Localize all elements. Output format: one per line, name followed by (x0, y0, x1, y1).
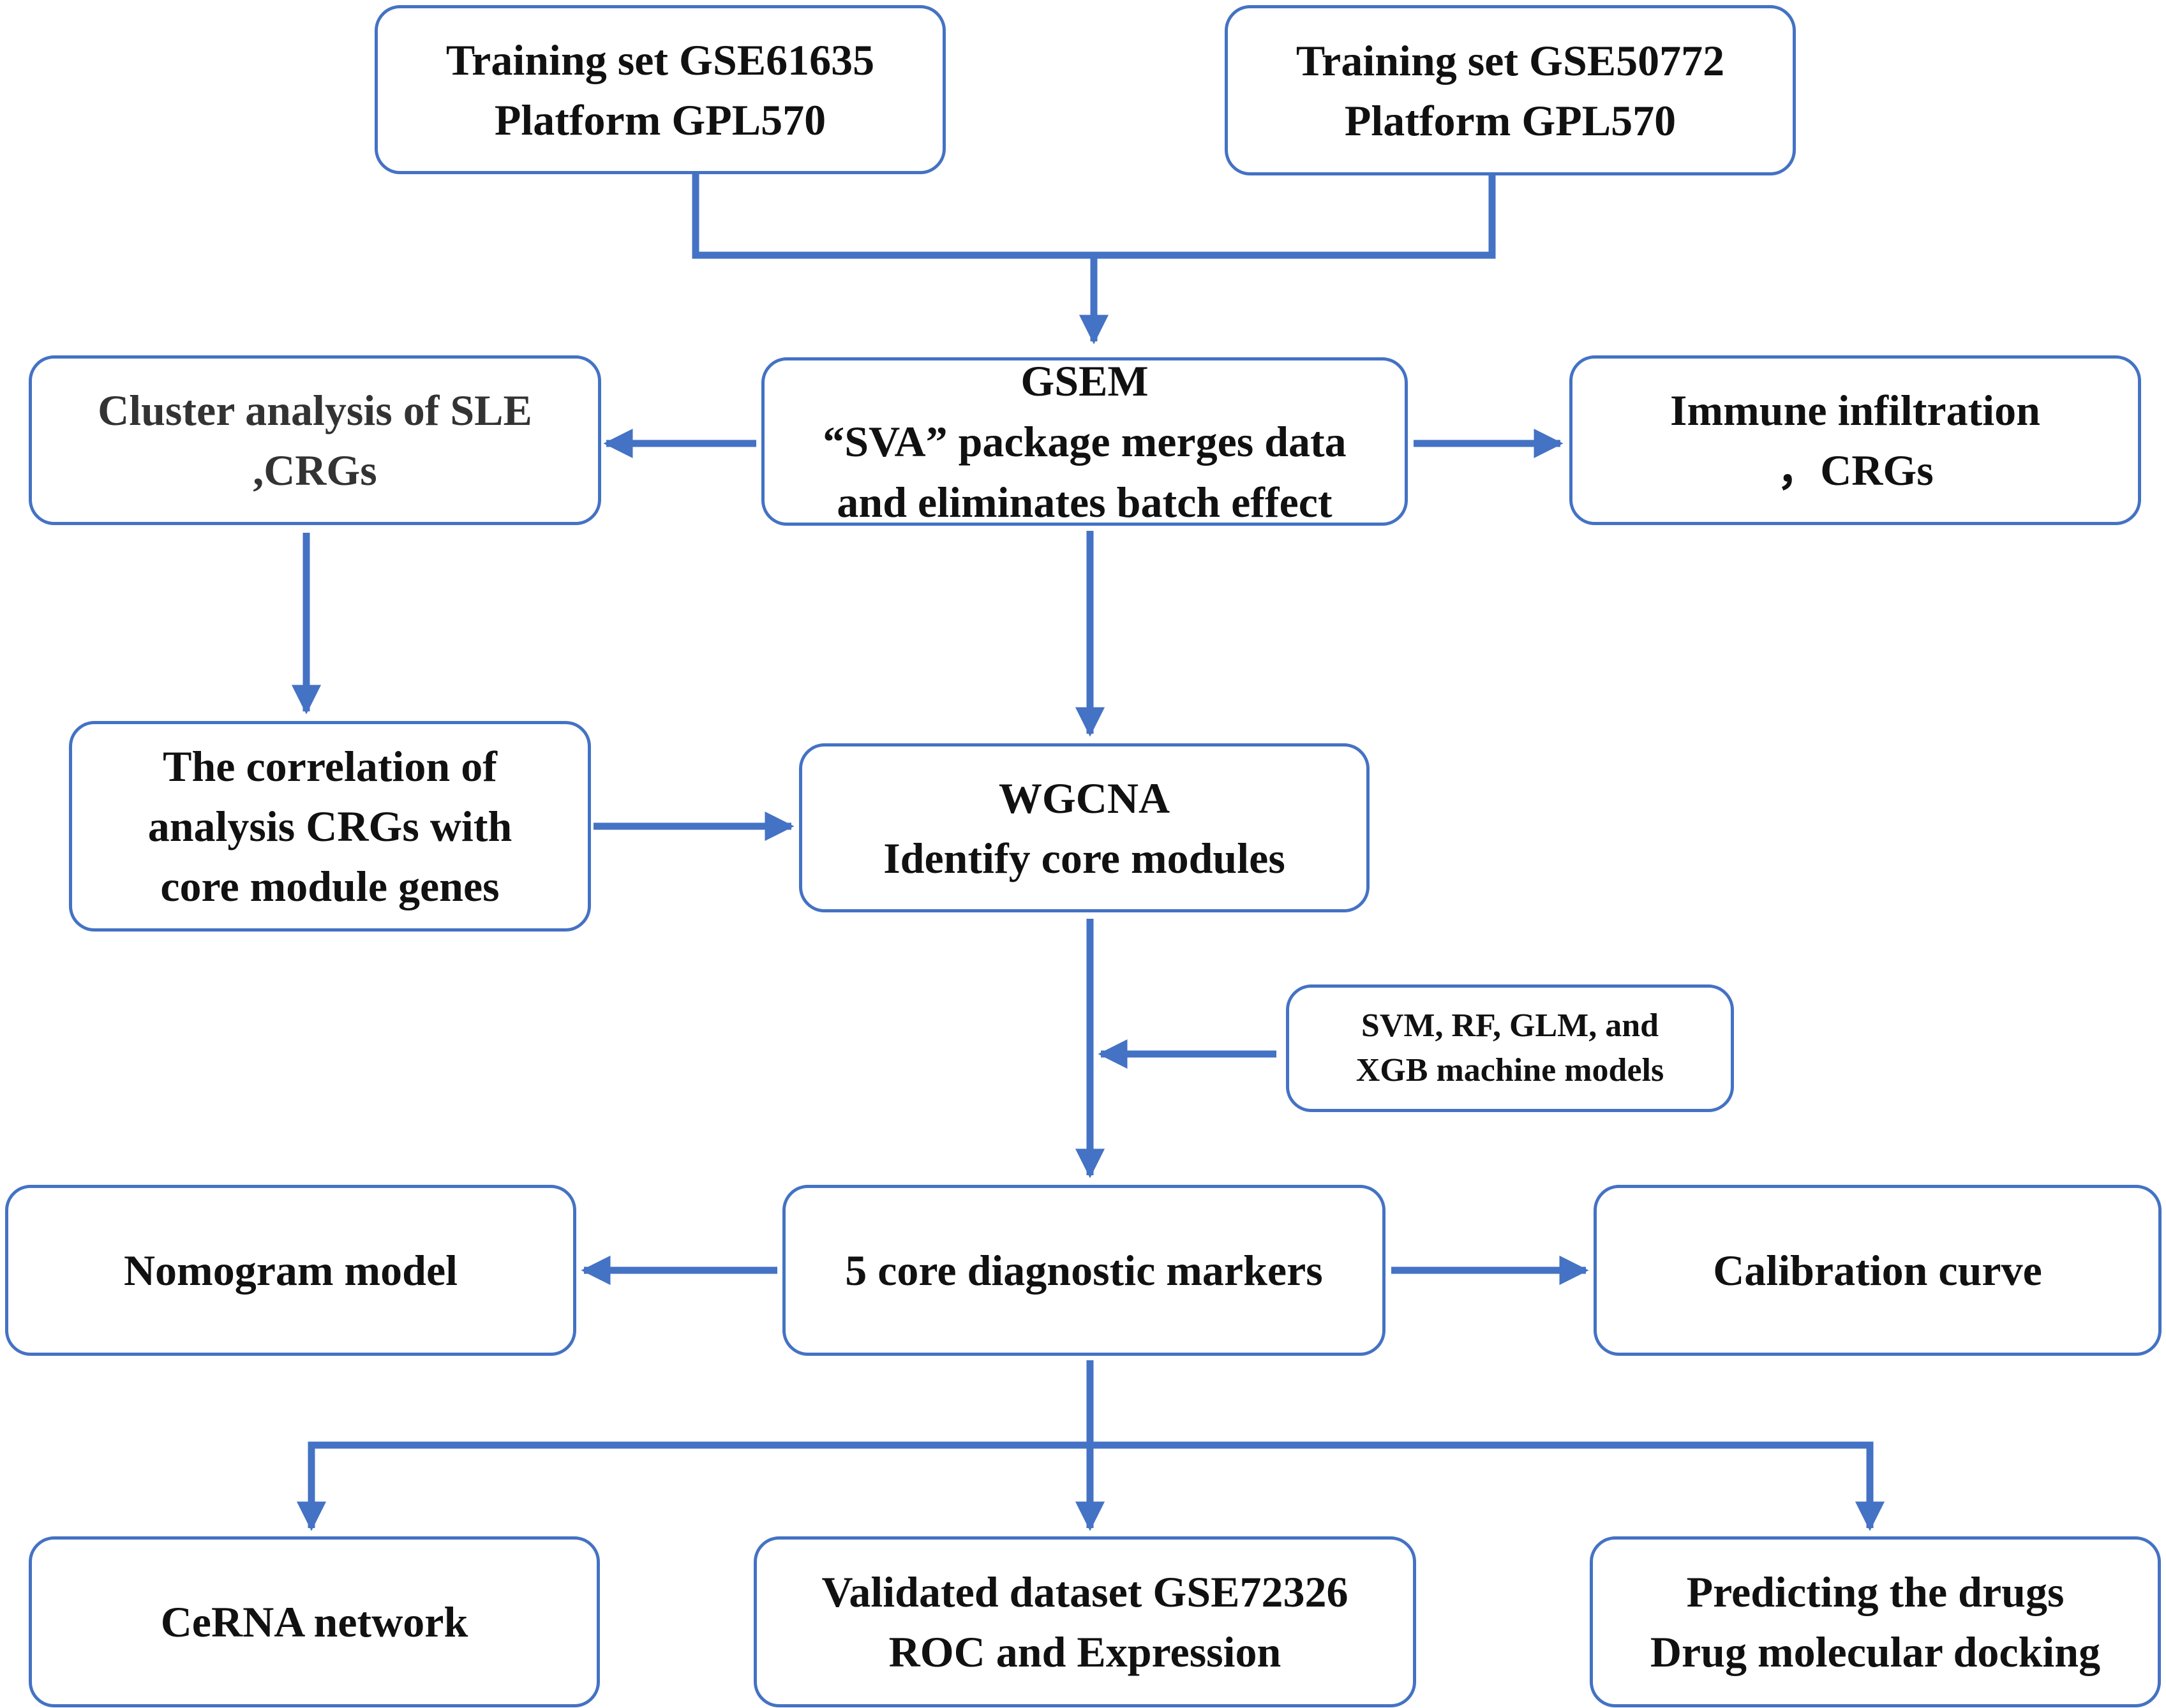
immune-infiltration-node: Immune infiltration ，CRGs (1569, 355, 2141, 525)
validation-label: Validated dataset GSE72326 ROC and Expre… (821, 1568, 1348, 1676)
calibration-node: Calibration curve (1594, 1185, 2162, 1356)
nomogram-node: Nomogram model (5, 1185, 576, 1356)
wgcna-label: WGCNA Identify core modules (883, 773, 1285, 882)
cluster-analysis-node: Cluster analysis of SLE ,CRGs (29, 355, 601, 525)
cerna-label: CeRNA network (160, 1598, 468, 1646)
ml-models-label: SVM, RF, GLM, and XGB machine models (1356, 1007, 1664, 1088)
drugs-label: Predicting the drugs Drug molecular dock… (1650, 1568, 2101, 1676)
drugs-node: Predicting the drugs Drug molecular dock… (1590, 1536, 2161, 1707)
edge-training-merge (692, 174, 1496, 259)
ml-models-node: SVM, RF, GLM, and XGB machine models (1286, 984, 1734, 1112)
wgcna-node: WGCNA Identify core modules (799, 743, 1370, 912)
gsem-label: GSEM “SVA” package merges data and elimi… (823, 356, 1347, 526)
immune-infiltration-label: Immune infiltration ，CRGs (1670, 386, 2040, 494)
validation-node: Validated dataset GSE72326 ROC and Expre… (754, 1536, 1416, 1707)
training-set-2-node: Training set GSE50772 Platform GPL570 (1225, 5, 1796, 175)
calibration-label: Calibration curve (1713, 1246, 2042, 1295)
core-markers-label: 5 core diagnostic markers (845, 1246, 1323, 1295)
core-markers-node: 5 core diagnostic markers (782, 1185, 1385, 1356)
correlation-label: The correlation of analysis CRGs with co… (147, 742, 512, 910)
training-set-1-node: Training set GSE61635 Platform GPL570 (375, 5, 946, 174)
training-set-1-label: Training set GSE61635 Platform GPL570 (445, 35, 875, 144)
cerna-node: CeRNA network (29, 1536, 600, 1707)
training-set-2-label: Training set GSE50772 Platform GPL570 (1296, 36, 1725, 145)
correlation-node: The correlation of analysis CRGs with co… (69, 721, 591, 932)
nomogram-label: Nomogram model (123, 1246, 458, 1295)
gsem-node: GSEM “SVA” package merges data and elimi… (761, 357, 1408, 526)
cluster-analysis-label: Cluster analysis of SLE ,CRGs (98, 386, 532, 494)
